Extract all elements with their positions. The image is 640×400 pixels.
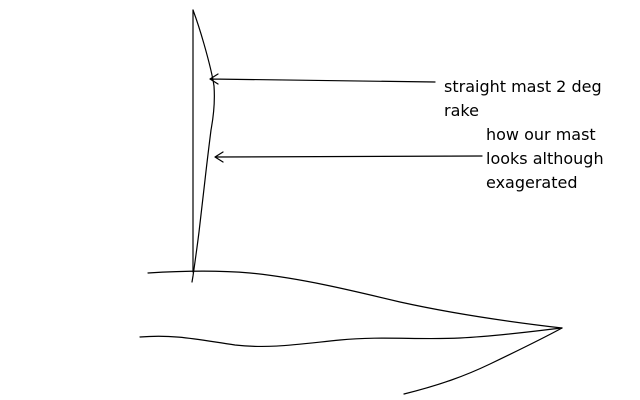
arrow-our-mast <box>214 151 483 163</box>
straight-mast-label-line-2: rake <box>444 101 479 120</box>
arrow-straight-mast <box>209 73 436 85</box>
our-mast-label-line-2: looks although <box>486 149 604 168</box>
hull-deck-line <box>147 270 563 329</box>
our-mast-label-line-1: how our mast <box>486 125 596 144</box>
straight-mast-label: straight mast 2 deg rake <box>444 75 602 123</box>
hull-waterline <box>139 327 563 348</box>
our-mast-label-line-3: exagerated <box>486 173 578 192</box>
straight-mast-label-line-1: straight mast 2 deg <box>444 77 602 96</box>
bent-mast-curve <box>191 9 215 283</box>
hull-keel-line <box>403 327 563 395</box>
our-mast-label: how our mast looks although exagerated <box>486 123 604 195</box>
